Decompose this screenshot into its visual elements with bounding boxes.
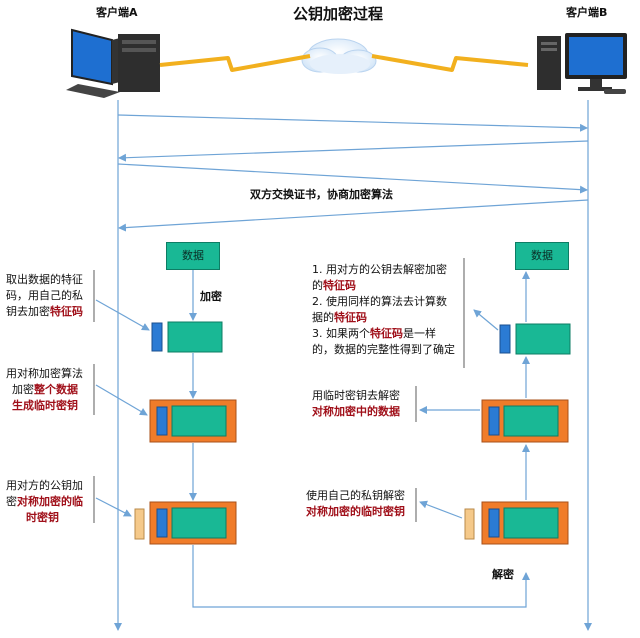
right-verify-line-3: 2. 使用同样的算法去计算数 — [312, 295, 447, 308]
right-verify-text-1: 的 — [312, 279, 323, 292]
page-title: 公钥加密过程 — [293, 5, 384, 23]
right-final-data — [503, 507, 559, 539]
right-note-3-line-2: 对称加密的临时密钥 — [306, 505, 405, 518]
right-final-signature — [488, 508, 500, 538]
handshake-arrow-4 — [118, 199, 589, 232]
left-note-2-line-2: 加密整个数据 — [6, 382, 83, 398]
right-pointer-1 — [473, 309, 499, 331]
right-encrypted-key — [464, 508, 475, 540]
right-data-box: 数据 — [515, 242, 569, 270]
decrypt-label: 解密 — [492, 568, 514, 581]
client-b-label: 客户端B — [566, 6, 608, 19]
right-verify-line-2: 的特征码 — [312, 278, 455, 294]
right-pointer-3 — [419, 500, 463, 519]
right-note-2: 用临时密钥去解密 对称加密中的数据 — [312, 388, 400, 420]
left-note-3-line-3: 时密钥 — [26, 511, 59, 524]
left-pointer-3 — [95, 497, 132, 517]
right-verify-highlight-2: 特征码 — [334, 311, 367, 324]
left-data-block — [167, 321, 223, 353]
left-note-2-text: 加密 — [12, 383, 34, 396]
left-note-3: 用对方的公钥加 密对称加密的临 时密钥 — [6, 478, 83, 526]
cloud-icon — [301, 38, 377, 74]
left-encrypted-key — [134, 508, 145, 540]
left-note-1-line-2: 码，用自己的私 — [6, 289, 83, 302]
right-data-block — [515, 323, 571, 355]
left-note-3-highlight: 对称加密的临 — [17, 495, 83, 508]
left-note-2-highlight: 整个数据 — [34, 383, 78, 396]
computer-a-icon — [66, 28, 160, 98]
right-verify-line-1: 1. 用对方的公钥去解密加密 — [312, 263, 447, 276]
right-verify-text-3: 3. 如果两个 — [312, 327, 370, 340]
left-note-2-line-1: 用对称加密算法 — [6, 367, 83, 380]
left-note-1-line-1: 取出数据的特征 — [6, 273, 83, 286]
transfer-flow — [192, 545, 530, 608]
handshake-arrow-3 — [117, 163, 588, 194]
right-verify-line-4: 据的特征码 — [312, 310, 455, 326]
computer-b-icon — [537, 33, 627, 94]
left-note-2: 用对称加密算法 加密整个数据 生成临时密钥 — [6, 366, 83, 414]
left-note-1-highlight: 特征码 — [50, 305, 83, 318]
left-note-1: 取出数据的特征 码，用自己的私 钥去加密特征码 — [6, 272, 83, 320]
right-verify-line-5: 3. 如果两个特征码是一样 — [312, 326, 455, 342]
left-note-3-line-2: 密对称加密的临 — [6, 494, 83, 510]
right-verify-highlight-3: 特征码 — [370, 327, 403, 340]
right-note-2-line-2: 对称加密中的数据 — [312, 405, 400, 418]
left-note-1-line-3: 钥去加密特征码 — [6, 304, 83, 320]
right-note-3-line-1: 使用自己的私钥解密 — [306, 489, 405, 502]
left-final-signature — [156, 508, 168, 538]
left-note-1-text: 钥去加密 — [6, 305, 50, 318]
right-verify-text-2: 据的 — [312, 311, 334, 324]
right-encrypted-data — [503, 405, 559, 437]
handshake-arrow-2 — [118, 140, 589, 162]
right-note-3: 使用自己的私钥解密 对称加密的临时密钥 — [306, 488, 405, 520]
right-verify-highlight-1: 特征码 — [323, 279, 356, 292]
right-encrypted-signature — [488, 406, 500, 436]
left-data-box: 数据 — [166, 242, 220, 270]
right-note-2-line-1: 用临时密钥去解密 — [312, 389, 400, 402]
left-final-data — [171, 507, 227, 539]
handshake-label: 双方交换证书，协商加密算法 — [250, 188, 393, 201]
bolt-right-icon — [371, 54, 529, 72]
left-encrypted-signature — [156, 406, 168, 436]
right-verify-text-4: 是一样 — [403, 327, 436, 340]
right-verify-note: 1. 用对方的公钥去解密加密 的特征码 2. 使用同样的算法去计算数 据的特征码… — [312, 262, 455, 358]
left-pointer-1 — [95, 299, 150, 331]
left-encrypted-data — [171, 405, 227, 437]
right-verify-line-6: 的，数据的完整性得到了确定 — [312, 343, 455, 356]
bolt-left-icon — [159, 54, 311, 72]
left-note-3-line-1: 用对方的公钥加 — [6, 479, 83, 492]
handshake-arrow-1 — [117, 114, 588, 132]
left-signature-block — [151, 322, 163, 352]
client-a-label: 客户端A — [96, 6, 138, 19]
left-pointer-2 — [95, 384, 148, 416]
left-note-2-line-3: 生成临时密钥 — [12, 399, 78, 412]
left-note-3-text: 密 — [6, 495, 17, 508]
encrypt-label: 加密 — [200, 290, 222, 303]
right-signature-block — [499, 324, 511, 354]
